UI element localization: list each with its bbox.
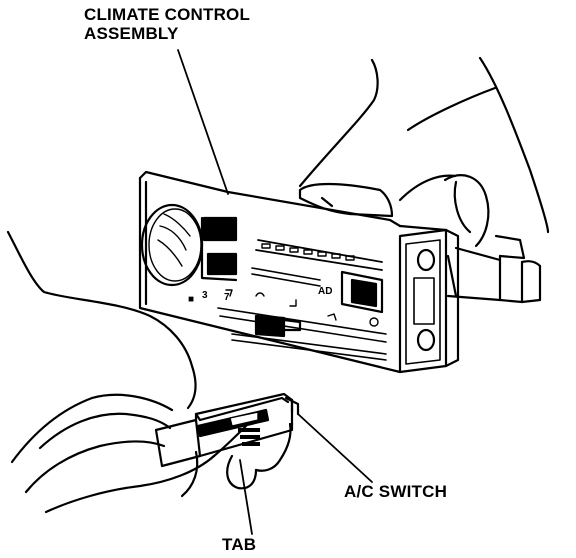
right-hand xyxy=(298,56,550,304)
tab-label: TAB xyxy=(222,535,257,554)
panel-mark-3: 3 xyxy=(202,290,208,301)
leader-ac-switch xyxy=(297,413,373,483)
climate-control-assembly xyxy=(138,170,460,374)
leader-climate xyxy=(177,49,229,195)
panel-mark-7: 7 xyxy=(224,292,230,303)
left-hand xyxy=(6,230,292,514)
ac-switch-label: A/C SWITCH xyxy=(344,482,448,501)
panel-mark-dot: ■ xyxy=(188,294,194,305)
panel-mark-ad: AD xyxy=(318,286,332,297)
ac-switch xyxy=(154,392,300,468)
climate-control-assembly-label: CLIMATE CONTROL ASSEMBLY xyxy=(84,5,250,43)
leader-tab xyxy=(239,459,253,535)
climate-control-label-line1: CLIMATE CONTROL xyxy=(84,5,251,24)
climate-control-label-line2: ASSEMBLY xyxy=(84,24,179,43)
